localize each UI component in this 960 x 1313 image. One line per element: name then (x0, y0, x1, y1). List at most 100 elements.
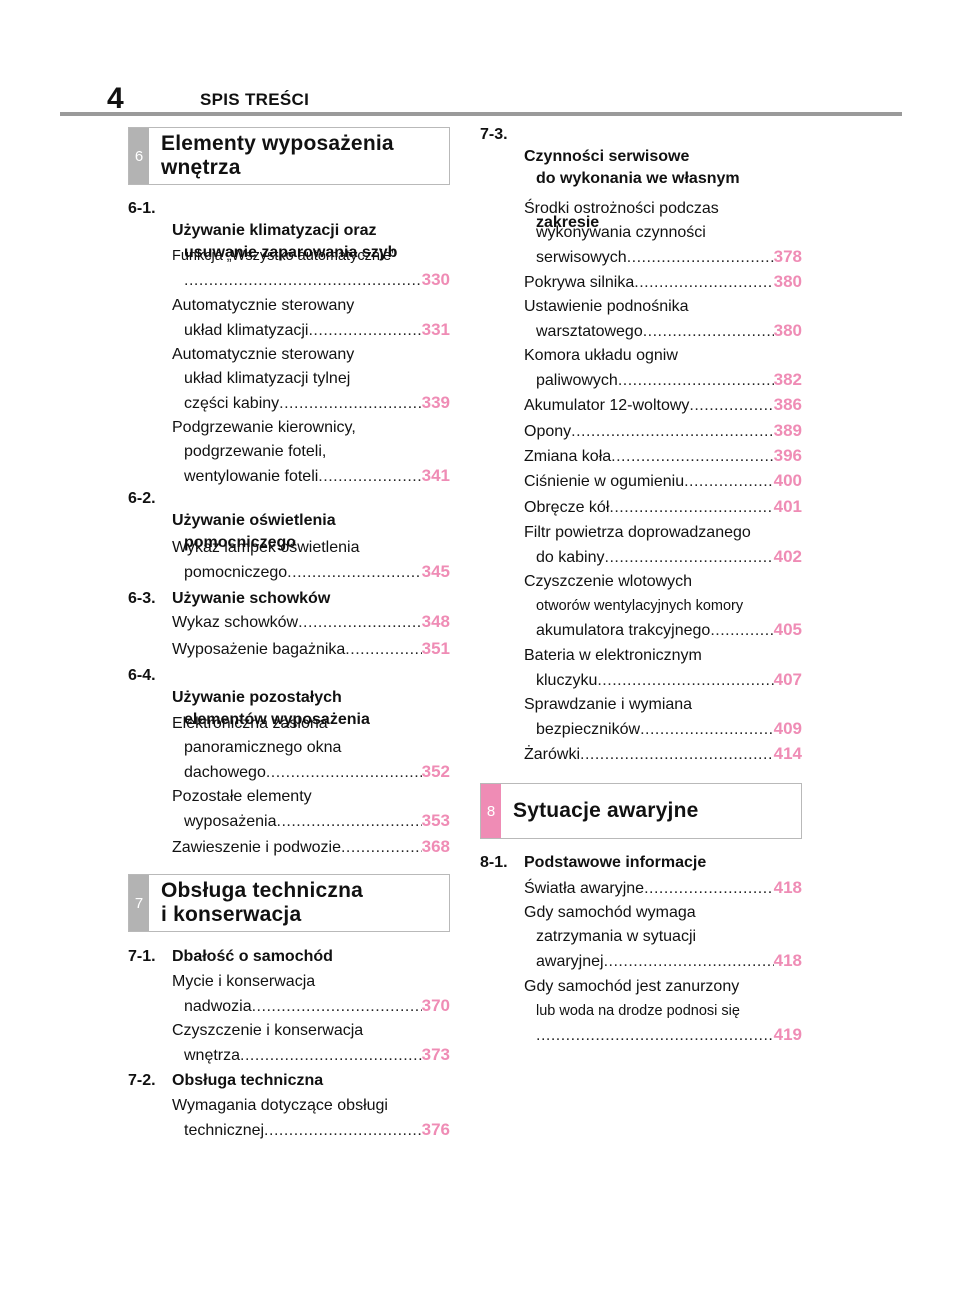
toc-entry[interactable]: Zawieszenie i podwozie 368 (172, 835, 450, 860)
page-ref[interactable]: 407 (773, 670, 802, 689)
toc-entry[interactable]: Mycie i konserwacja nadwozia 370 (172, 970, 450, 1019)
toc-entry[interactable]: Elektroniczna zasłona panoramicznego okn… (172, 712, 450, 785)
subsection-number: 6-4. (128, 667, 156, 684)
page-ref[interactable]: 405 (773, 620, 802, 639)
entry-text: technicznej (184, 1122, 265, 1139)
page-ref[interactable]: 348 (421, 612, 450, 631)
page-ref[interactable]: 330 (421, 270, 450, 289)
subsection-number: 7-2. (128, 1072, 156, 1089)
toc-entry[interactable]: Podgrzewanie kierownicy, podgrzewanie fo… (172, 416, 450, 489)
entry-text: Elektroniczna zasłona (172, 715, 328, 732)
page-ref[interactable]: 378 (773, 247, 802, 266)
toc-entry[interactable]: Czyszczenie i konserwacja wnętrza373 (172, 1019, 450, 1068)
page-ref[interactable]: 373 (421, 1045, 450, 1064)
toc-entry[interactable]: Gdy samochód wymaga zatrzymania w sytuac… (524, 901, 802, 974)
entry-text: Ustawienie podnośnika (524, 298, 689, 315)
leader-dots (318, 465, 421, 489)
toc-entry[interactable]: Filtr powietrza doprowadzanego do kabiny… (524, 521, 802, 570)
page-ref[interactable]: 414 (773, 744, 802, 763)
toc-entry[interactable]: Akumulator 12-woltowy386 (524, 393, 802, 418)
chapter-6-box[interactable]: 6 Elementy wyposażenia wnętrza (128, 127, 450, 185)
page-ref[interactable]: 353 (421, 811, 450, 830)
toc-entry[interactable]: Pozostałe elementy wyposażenia353 (172, 785, 450, 834)
subsection-title: Używanie pozostałych elementów wyposażen… (172, 665, 370, 753)
toc-entry[interactable]: Bateria w elektronicznym kluczyku407 (524, 644, 802, 693)
page-ref[interactable]: 380 (773, 272, 802, 291)
toc-entry[interactable]: Pokrywa silnika380 (524, 270, 802, 295)
entry-text: zatrzymania w sytuacji (536, 928, 697, 945)
subsection-number: 6-3. (128, 590, 156, 607)
subsection-title-line: Czynności serwisowe (524, 148, 690, 165)
chapter-7-box[interactable]: 7 Obsługa techniczna i konserwacja (128, 874, 450, 932)
entry-text: Żarówki (524, 746, 581, 763)
entry-text: pomocniczego (184, 564, 288, 581)
subsection-title-line: zakresie (536, 214, 600, 231)
toc-entry[interactable]: Światła awaryjne418 (524, 876, 802, 901)
toc-entry[interactable]: Zmiana koła 396 (524, 444, 802, 469)
page-ref[interactable]: 352 (421, 762, 450, 781)
chapter-title: Sytuacje awaryjne (513, 799, 699, 822)
page-ref[interactable]: 351 (421, 639, 450, 658)
page-ref[interactable]: 345 (421, 562, 450, 581)
page-ref[interactable]: 389 (773, 421, 802, 440)
toc-entry[interactable]: Sprawdzanie i wymiana bezpieczników409 (524, 693, 802, 742)
page-ref[interactable]: 402 (773, 547, 802, 566)
page-ref[interactable]: 331 (421, 320, 450, 339)
entry-text: Bateria w elektronicznym (524, 647, 702, 664)
toc-entry[interactable]: Wykaz lampek oświetlenia pomocniczego345 (172, 536, 450, 585)
leader-dots (710, 619, 773, 643)
toc-entry[interactable]: Opony389 (524, 419, 802, 444)
entry-text: Podgrzewanie kierownicy, (172, 419, 356, 436)
entry-text: nadwozia (184, 998, 252, 1015)
entry-text: Zmiana koła (524, 448, 612, 465)
page-ref[interactable]: 400 (773, 471, 802, 490)
chapter-number: 7 (129, 875, 149, 931)
subsection-title-line: elementów wyposażenia (184, 711, 370, 728)
toc-entry[interactable]: Wykaz schowków348 (172, 610, 450, 635)
subsection-title: Dbałość o samochód (172, 948, 333, 965)
entry-text: panoramicznego okna (184, 739, 342, 756)
page-ref[interactable]: 339 (421, 393, 450, 412)
toc-entry[interactable]: Obręcze kół401 (524, 495, 802, 520)
page-ref[interactable]: 341 (421, 466, 450, 485)
toc-entry[interactable]: Wyposażenie bagażnika351 (172, 637, 450, 662)
entry-text: Zawieszenie i podwozie (172, 839, 341, 856)
chapter-8-box[interactable]: 8 Sytuacje awaryjne (480, 783, 802, 839)
entry-text: Mycie i konserwacja (172, 973, 316, 990)
toc-entry[interactable]: Czyszczenie wlotowych otworów wentylacyj… (524, 570, 802, 643)
page-ref[interactable]: 418 (773, 951, 802, 970)
toc-entry[interactable]: Środki ostrożności podczas wykonywania c… (524, 197, 802, 270)
toc-entry[interactable]: Wymagania dotyczące obsługi technicznej3… (172, 1094, 450, 1143)
toc-entry[interactable]: Ustawienie podnośnika warsztatowego380 (524, 295, 802, 344)
leader-dots (689, 394, 773, 418)
leader-dots (627, 246, 774, 270)
toc-entry[interactable]: Żarówki 414 (524, 742, 802, 767)
page-ref[interactable]: 396 (773, 446, 802, 465)
entry-text: układ klimatyzacji (184, 322, 309, 339)
toc-entry[interactable]: Ciśnienie w ogumieniu400 (524, 469, 802, 494)
leader-dots (341, 836, 422, 860)
page-ref[interactable]: 401 (773, 497, 802, 516)
leader-dots (605, 546, 774, 570)
entry-text: Funkcja „Wszystko automatycznie” (172, 248, 397, 264)
page-ref[interactable]: 368 (421, 837, 450, 856)
entry-text: Filtr powietrza doprowadzanego (524, 524, 751, 541)
toc-entry[interactable]: Automatycznie sterowany układ klimatyzac… (172, 294, 450, 343)
toc-entry[interactable]: Komora układu ogniw paliwowych382 (524, 344, 802, 393)
page-ref[interactable]: 386 (773, 395, 802, 414)
toc-entry[interactable]: Automatycznie sterowany układ klimatyzac… (172, 343, 450, 416)
page-ref[interactable]: 418 (773, 878, 802, 897)
chapter-title-line: i konserwacja (161, 903, 302, 926)
entry-text: Gdy samochód wymaga (524, 904, 696, 921)
page-ref[interactable]: 370 (421, 996, 450, 1015)
page-ref[interactable]: 382 (773, 370, 802, 389)
toc-entry[interactable]: Funkcja „Wszystko automatycznie” 330 (172, 244, 450, 293)
page-ref[interactable]: 376 (421, 1120, 450, 1139)
subsection-title: Używanie klimatyzacji oraz usuwanie zapa… (172, 198, 397, 286)
page-ref[interactable]: 380 (773, 321, 802, 340)
page-ref[interactable]: 409 (773, 719, 802, 738)
entry-text: układ klimatyzacji tylnej (184, 370, 351, 387)
page-ref[interactable]: 419 (773, 1025, 802, 1044)
entry-text: wykonywania czynności (536, 224, 706, 241)
toc-entry[interactable]: Gdy samochód jest zanurzony lub woda na … (524, 975, 802, 1048)
